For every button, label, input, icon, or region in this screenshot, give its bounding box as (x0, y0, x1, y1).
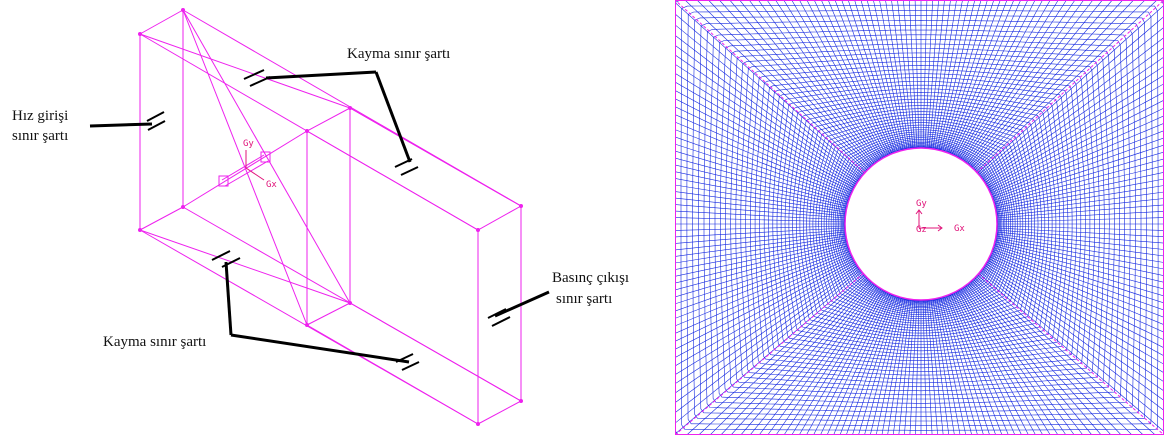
mesh-grid-lines (674, 0, 1164, 436)
mesh-view: Gy Gz Gx (674, 0, 1164, 436)
domain-wireframe: Gy Gx (89, 8, 550, 426)
axis-triad-left (245, 150, 265, 181)
boundary-conditions-diagram: Gy Gx Hız girişi s (12, 8, 630, 426)
axis-gy-label-left: Gy (243, 139, 254, 149)
axis-gx-label-left: Gx (266, 180, 277, 190)
block-diagonal-edge (674, 0, 866, 174)
inlet-label-line2: sınır şartı (12, 128, 69, 144)
axis-gx-label-right: Gx (954, 224, 965, 234)
slip-bottom-label: Kayma sınır şartı (103, 334, 207, 350)
slip-top-label: Kayma sınır şartı (347, 46, 451, 62)
block-diagonal-edge (978, 273, 1164, 436)
outlet-label-line2: sınır şartı (556, 291, 613, 307)
block-diagonal-edge (976, 0, 1164, 173)
axis-gy-label-right: Gy (916, 199, 927, 209)
structured-mesh: Gy Gz Gx (674, 0, 1164, 436)
inlet-label-line1: Hız girişi (12, 108, 69, 124)
outlet-label-line1: Basınç çıkışı (552, 270, 630, 286)
cylinder-boundary (844, 147, 998, 301)
axis-gz-label-right: Gz (916, 225, 927, 235)
axis-triad-right (915, 209, 943, 232)
block-diagonal-edge (674, 273, 864, 436)
